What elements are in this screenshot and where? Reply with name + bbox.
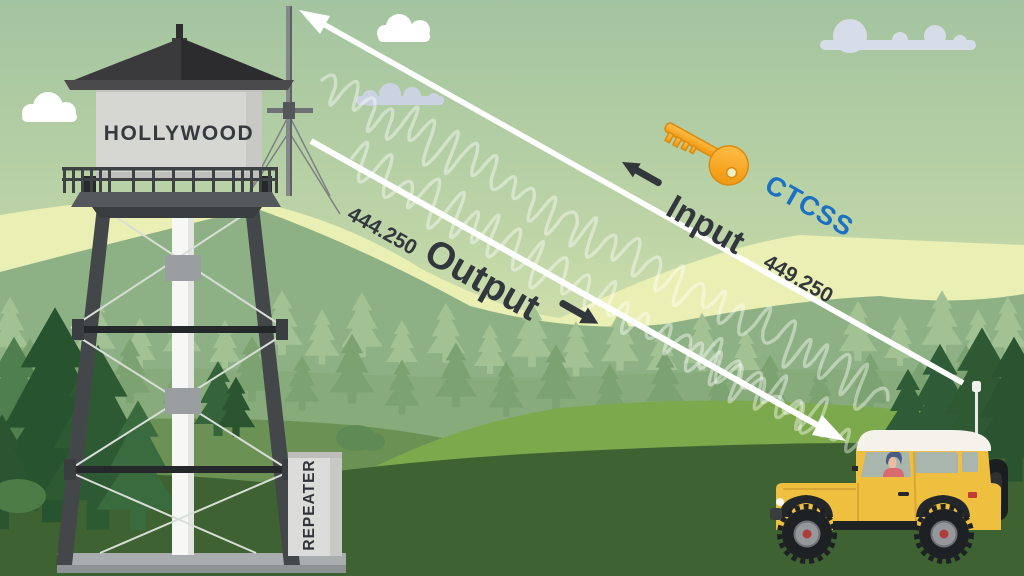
- output-direction-arrow-icon: [559, 300, 599, 324]
- output-signal-arrow: [309, 138, 846, 441]
- jeep: [770, 381, 1008, 564]
- column-collar: [165, 255, 201, 281]
- jeep-rear-window: [962, 452, 978, 472]
- radio-waveform: [320, 73, 890, 411]
- driver-shirt: [883, 468, 904, 477]
- bush-near-repeater: [336, 425, 385, 451]
- input-signal-arrow: [299, 10, 965, 386]
- radio-waveform: [350, 140, 835, 438]
- input-direction-arrow-icon: [622, 162, 662, 187]
- driver-hair: [885, 452, 902, 465]
- repeater-cabinet: REPEATER: [288, 452, 342, 556]
- jeep-headlight: [776, 498, 784, 506]
- water-tower: HOLLYWOOD: [56, 24, 300, 565]
- jeep-rear-fender: [916, 495, 970, 517]
- pine-cluster-left: [0, 307, 180, 531]
- tower-roof: [64, 24, 294, 90]
- repeater-label-text: REPEATER: [301, 459, 318, 550]
- tower-platform: [62, 167, 281, 218]
- driver: [883, 452, 904, 477]
- key-icon: [663, 122, 750, 186]
- tower-sign-text: HOLLYWOOD: [104, 122, 254, 145]
- jeep-front-bumper: [770, 508, 782, 520]
- jeep-antenna: [975, 390, 978, 445]
- driver-face: [888, 457, 897, 469]
- cloud-top-middle: [377, 14, 430, 42]
- cloud-right-gray: [820, 19, 976, 53]
- jeep-door-window: [915, 452, 958, 473]
- output-signal-arrowhead: [812, 415, 846, 441]
- jeep-rocker: [833, 521, 917, 530]
- concrete-base-slab: [57, 553, 346, 573]
- jeep-tail-marker: [968, 492, 977, 498]
- jeep-mirror: [852, 466, 858, 471]
- jeep-door-handle: [898, 492, 909, 496]
- input-signal-arrowhead: [299, 10, 330, 34]
- jeep-panel-seams: [783, 451, 917, 525]
- jeep-antenna-tip: [972, 381, 981, 392]
- jeep-roof: [857, 430, 991, 451]
- jeep-front-wheel: [777, 504, 837, 564]
- jeep-rear-wheel: [914, 504, 974, 564]
- jeep-front-fender: [779, 495, 833, 517]
- cloud-left: [22, 92, 77, 122]
- tower-column-shade: [188, 205, 194, 555]
- cloud-middle-gray: [356, 83, 444, 106]
- hill-dark-foreground: [0, 442, 1024, 576]
- column-collar: [165, 388, 201, 414]
- key-hole: [725, 166, 738, 179]
